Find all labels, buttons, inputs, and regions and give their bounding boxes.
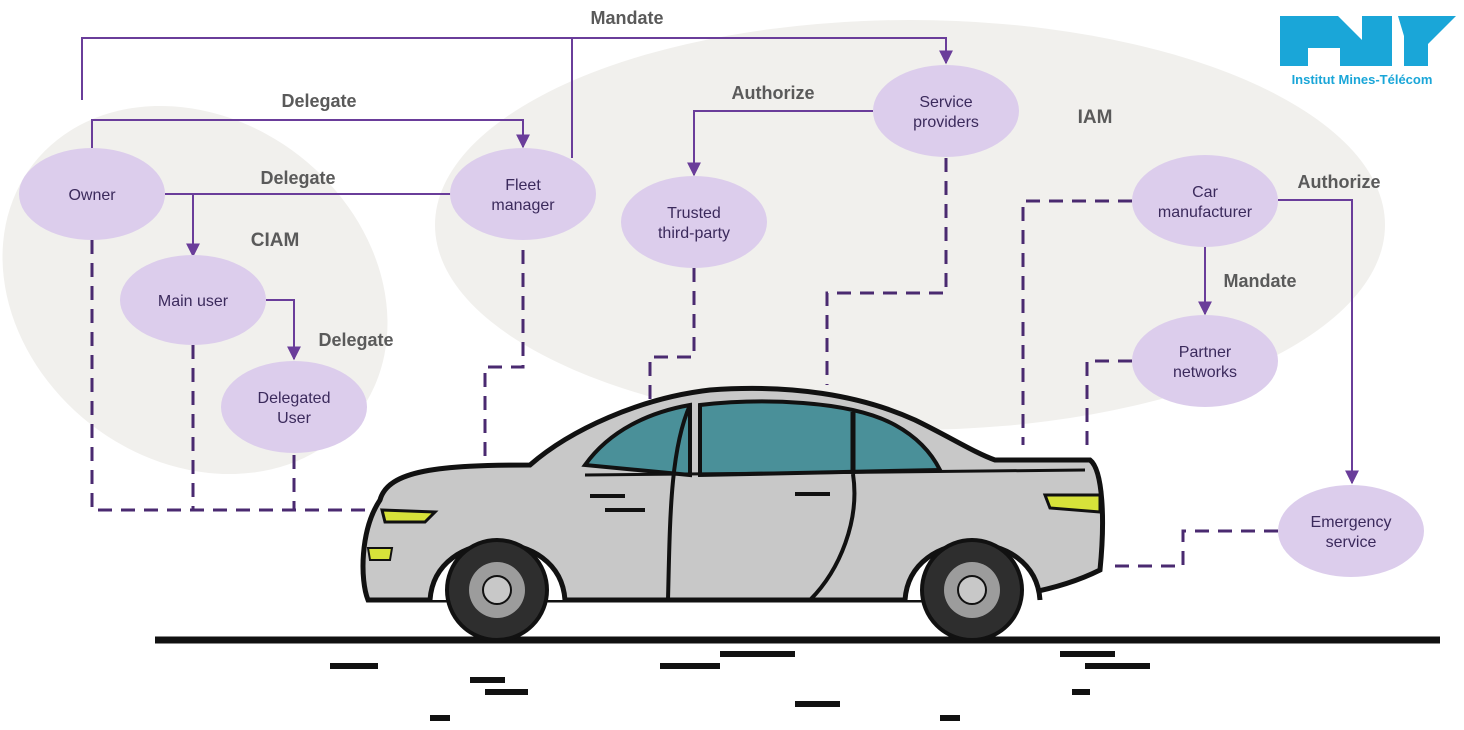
node-trusted-third-party-line-2: third-party <box>658 225 730 242</box>
car-door-line <box>666 404 692 601</box>
car-window-rear <box>698 399 944 478</box>
car-door-line-rear <box>808 473 857 602</box>
dashed-link-emergency-service <box>1112 529 1278 568</box>
node-car-manufacturer-line-2: manufacturer <box>1158 204 1253 221</box>
node-service-providers-line-2: providers <box>913 114 979 131</box>
edge-label-mandate-top: Mandate <box>590 8 663 28</box>
group-label-iam: IAM <box>1078 107 1113 128</box>
node-car-manufacturer: Car manufacturer <box>1132 155 1278 247</box>
edge-label-delegate-owner-main: Delegate <box>260 168 335 188</box>
edge-label-delegate-main-delegated: Delegate <box>318 330 393 350</box>
node-emergency-service-line-2: service <box>1326 534 1377 551</box>
iam-group-area <box>435 20 1385 430</box>
node-car-manufacturer-line-1: Car <box>1192 184 1218 201</box>
dashed-link-service-providers <box>825 158 948 385</box>
node-emergency-service: Emergency service <box>1278 485 1424 577</box>
dashed-link-fleet-manager <box>483 250 525 465</box>
node-main-user-line-1: Main user <box>158 293 229 310</box>
road <box>155 636 1440 721</box>
node-trusted-third-party-line-1: Trusted <box>667 205 721 222</box>
car-taillight <box>1042 493 1102 514</box>
group-label-ciam: CIAM <box>251 230 300 251</box>
node-delegated-user-line-2: User <box>277 410 311 427</box>
link-delegate-main-delegated <box>266 299 301 361</box>
node-fleet-manager-line-1: Fleet <box>505 177 541 194</box>
link-delegate-owner-fleet <box>91 119 530 149</box>
imt-logo: Institut Mines-Télécom <box>1280 16 1456 87</box>
dashed-link-trusted-third-party <box>648 268 696 415</box>
node-main-user: Main user <box>120 255 266 345</box>
edge-label-mandate-cm-partner: Mandate <box>1223 271 1296 291</box>
svg-text:Main user: Main user <box>158 293 229 310</box>
dashed-link-owner <box>90 240 390 512</box>
car-illustration <box>360 385 1105 642</box>
link-mandate-owner-service <box>81 37 953 100</box>
edge-label-authorize-sp-trusted: Authorize <box>732 83 815 103</box>
node-service-providers-line-1: Service <box>919 94 972 111</box>
edge-label-delegate-owner-fleet: Delegate <box>281 91 356 111</box>
car-headlight <box>380 508 439 524</box>
node-fleet-manager: Fleet manager <box>450 148 596 240</box>
node-owner-line-1: Owner <box>68 187 116 204</box>
node-owner: Owner <box>19 148 165 240</box>
node-delegated-user-line-1: Delegated <box>258 390 331 407</box>
node-trusted-third-party: Trusted third-party <box>621 176 767 268</box>
node-partner-networks-line-2: networks <box>1173 364 1237 381</box>
node-fleet-manager-line-2: manager <box>491 197 555 214</box>
imt-logo-text: Institut Mines-Télécom <box>1292 72 1433 87</box>
svg-text:Owner: Owner <box>68 187 116 204</box>
car-foglight <box>366 547 394 561</box>
edge-label-authorize-cm-emergency: Authorize <box>1298 172 1381 192</box>
dashed-link-partner-networks <box>1085 359 1132 450</box>
solid-links <box>81 37 1359 485</box>
node-partner-networks-line-1: Partner <box>1179 344 1232 361</box>
link-authorize-cm-emergency <box>1278 199 1359 485</box>
node-emergency-service-line-1: Emergency <box>1311 514 1392 531</box>
dashed-link-car-manufacturer <box>1021 199 1132 445</box>
imt-logo-mark <box>1280 16 1456 66</box>
link-authorize-sp-trusted <box>687 110 873 177</box>
node-partner-networks: Partner networks <box>1132 315 1278 407</box>
node-service-providers: Service providers <box>873 65 1019 157</box>
dashed-links <box>90 158 1278 568</box>
